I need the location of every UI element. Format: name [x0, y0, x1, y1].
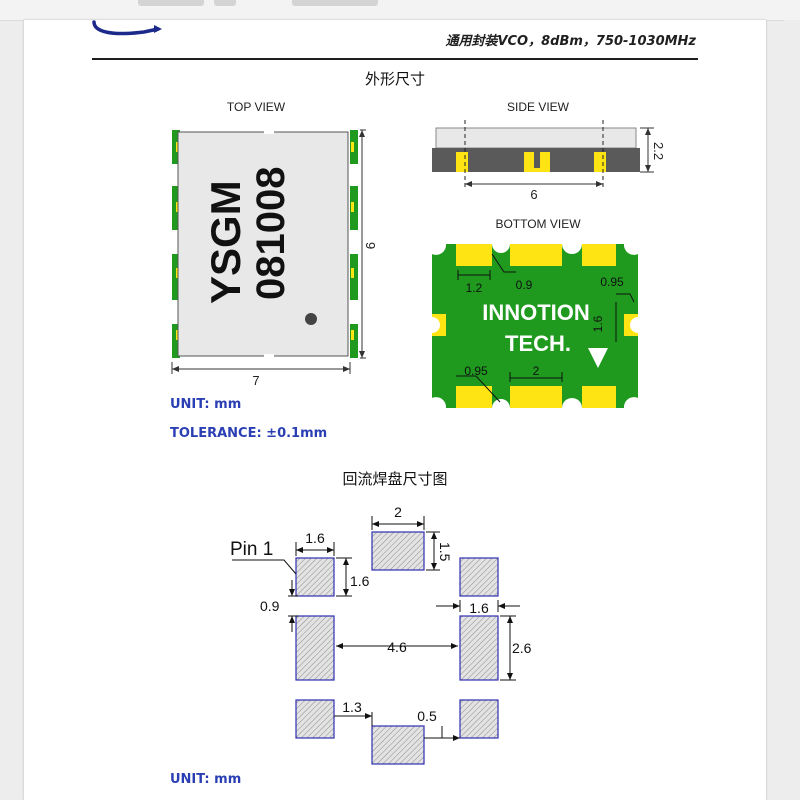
reflow-dim-pin1-w: 1.6	[305, 530, 325, 546]
side-view-label: SIDE VIEW	[506, 100, 569, 114]
reflow-dim-1-3: 1.3	[342, 699, 362, 715]
bottom-pcb	[432, 244, 638, 408]
section-title-dimensions: 外形尺寸	[364, 70, 425, 88]
pin1-triangle-icon	[588, 348, 608, 368]
brand-line1: INNOTION	[482, 300, 590, 325]
datasheet-title: 通用封装VCO，8dBm，750-1030MHz	[445, 34, 696, 49]
dim-width-7: 7	[252, 373, 259, 388]
pin1-label: Pin 1	[230, 539, 273, 560]
package-body	[177, 131, 349, 357]
document-page	[24, 20, 766, 800]
top-view-drawing: YSGM 081008 9 7	[171, 128, 378, 388]
bottom-dim-0-95: 0.95	[464, 364, 488, 378]
reflow-dim-4-6: 4.6	[387, 639, 407, 655]
reflow-unit-note: UNIT: mm	[170, 772, 242, 787]
pin1-dot	[305, 313, 317, 325]
company-logo	[92, 20, 162, 36]
reflow-dim-1-5: 1.5	[437, 542, 453, 562]
marking-line2: 081008	[249, 167, 293, 300]
toolbar-button[interactable]	[292, 0, 378, 6]
side-view-drawing: 6 2.2	[432, 120, 666, 202]
top-view-label: TOP VIEW	[226, 100, 286, 114]
section-title-reflow: 回流焊盘尺寸图	[342, 470, 448, 488]
bottom-dim-1-2: 1.2	[466, 281, 483, 295]
side-dim-width: 6	[530, 187, 537, 202]
reflow-dim-2-6: 2.6	[512, 640, 532, 656]
tolerance-note: TOLERANCE: ±0.1mm	[170, 426, 328, 441]
marking-line1: YSGM	[202, 180, 249, 304]
bottom-dim-0-9: 0.9	[516, 278, 533, 292]
bottom-dim-side-0-95: 0.95	[600, 275, 624, 289]
bottom-view-label: BOTTOM VIEW	[495, 217, 581, 231]
reflow-dim-2: 2	[394, 504, 402, 520]
unit-note: UNIT: mm	[170, 397, 242, 412]
toolbar-button[interactable]	[214, 0, 236, 6]
scrollbar-track[interactable]	[784, 20, 800, 800]
bottom-dim-1-6: 1.6	[591, 315, 605, 332]
reflow-pad-drawing: Pin 1 2 1.5 1.6 1.6 0.9 1.6 4.6 2.6 1.3 …	[230, 504, 532, 765]
toolbar-button[interactable]	[138, 0, 204, 6]
reflow-dim-0-5: 0.5	[417, 708, 437, 724]
side-dim-height: 2.2	[651, 142, 666, 160]
reflow-dim-right-1-6: 1.6	[469, 600, 489, 616]
dim-height-9: 9	[363, 242, 378, 249]
brand-line2: TECH.	[505, 331, 571, 356]
bottom-view-drawing: 1.2 0.9 0.95 1.6 0.95 2 INNOTION TECH.	[430, 244, 642, 408]
reflow-pads	[295, 531, 499, 765]
bottom-dim-2: 2	[533, 364, 540, 378]
reflow-dim-0-9: 0.9	[260, 598, 280, 614]
viewer-toolbar	[0, 0, 800, 21]
header-rule	[92, 58, 698, 60]
reflow-dim-pin1-h: 1.6	[350, 573, 370, 589]
